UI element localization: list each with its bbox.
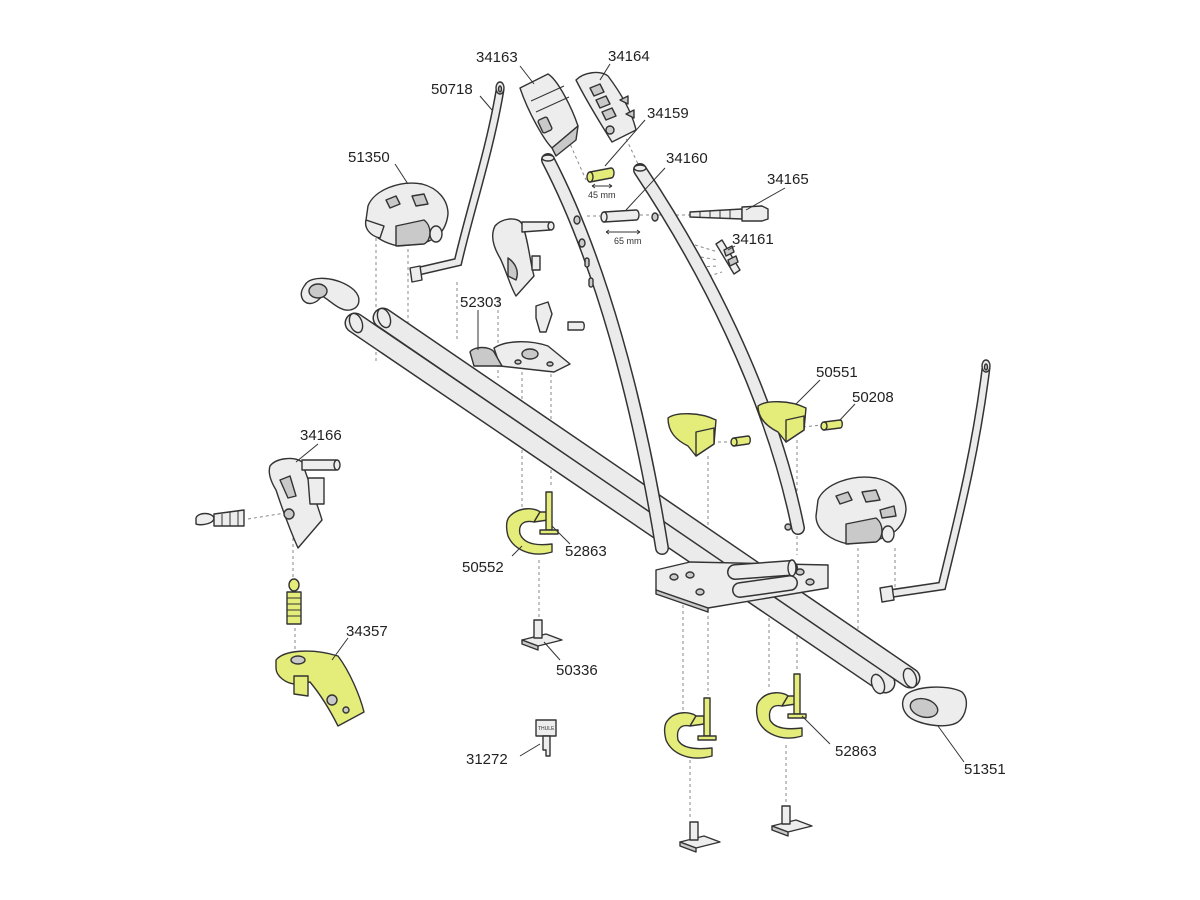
label-51351: 51351: [964, 761, 1006, 778]
hinge-part-34357: [275, 650, 365, 727]
label-50551: 50551: [816, 364, 858, 381]
threaded-rod-34165: [689, 205, 769, 222]
dimension-45mm: 45 mm: [588, 190, 616, 200]
upright-arms: [541, 153, 805, 555]
lock-barrel: [195, 509, 245, 527]
label-34166: 34166: [300, 427, 342, 444]
t-nut-lower-right: [771, 805, 813, 837]
arm-block-50551-left: [667, 413, 717, 457]
label-50208: 50208: [852, 389, 894, 406]
spacer-34159: 45 mm: [586, 167, 616, 200]
label-34163: 34163: [476, 49, 518, 66]
label-31272: 31272: [466, 751, 508, 768]
ratchet-housing-34166: [268, 457, 341, 549]
clamp-plate-52303: [469, 301, 585, 373]
u-bracket-lower-right: [755, 692, 803, 739]
label-34165: 34165: [767, 171, 809, 188]
end-cap-rear: [300, 277, 360, 311]
wheel-holder-right: [815, 476, 907, 545]
base-mount-plate: [655, 559, 829, 613]
end-cap-front: [901, 686, 968, 727]
dimension-65mm: 65 mm: [614, 236, 642, 246]
key-marking-text: THULE: [538, 726, 555, 732]
wheel-strap-arm-right: [879, 359, 991, 603]
label-50718: 50718: [431, 81, 473, 98]
part-number-labels: 34163 34164 50718 34159 51350 34160 3416…: [300, 48, 1006, 778]
pin-50208-a: [730, 435, 751, 447]
t-nut-lower-left: [679, 821, 721, 853]
spring-highlight: [286, 578, 302, 625]
arm-block-50551-right: [757, 401, 807, 443]
pin-50208-b: [820, 419, 843, 431]
t-nut-50336: [521, 619, 563, 651]
label-50336: 50336: [556, 662, 598, 679]
callout-leaders: [295, 63, 965, 763]
label-50552: 50552: [462, 559, 504, 576]
wheel-strap-arm-left: [409, 81, 505, 283]
ratchet-bracket-upper: [492, 218, 555, 297]
bolt-lower-left: [697, 697, 717, 741]
label-52863-lower: 52863: [835, 743, 877, 760]
label-51350: 51350: [348, 149, 390, 166]
grip-34164: [575, 71, 637, 143]
label-34357: 34357: [346, 623, 388, 640]
grip-34163: [519, 73, 579, 157]
wheel-holder-51350: [364, 182, 449, 247]
spacer-34160: 65 mm: [600, 209, 642, 246]
key-31272: THULE: [535, 719, 557, 757]
label-34160: 34160: [666, 150, 708, 167]
label-34164: 34164: [608, 48, 650, 65]
label-34161: 34161: [732, 231, 774, 248]
label-52863-upper: 52863: [565, 543, 607, 560]
bolt-52863-left: [539, 491, 559, 535]
label-34159: 34159: [647, 105, 689, 122]
bolt-52863-right: [787, 673, 807, 719]
label-52303: 52303: [460, 294, 502, 311]
